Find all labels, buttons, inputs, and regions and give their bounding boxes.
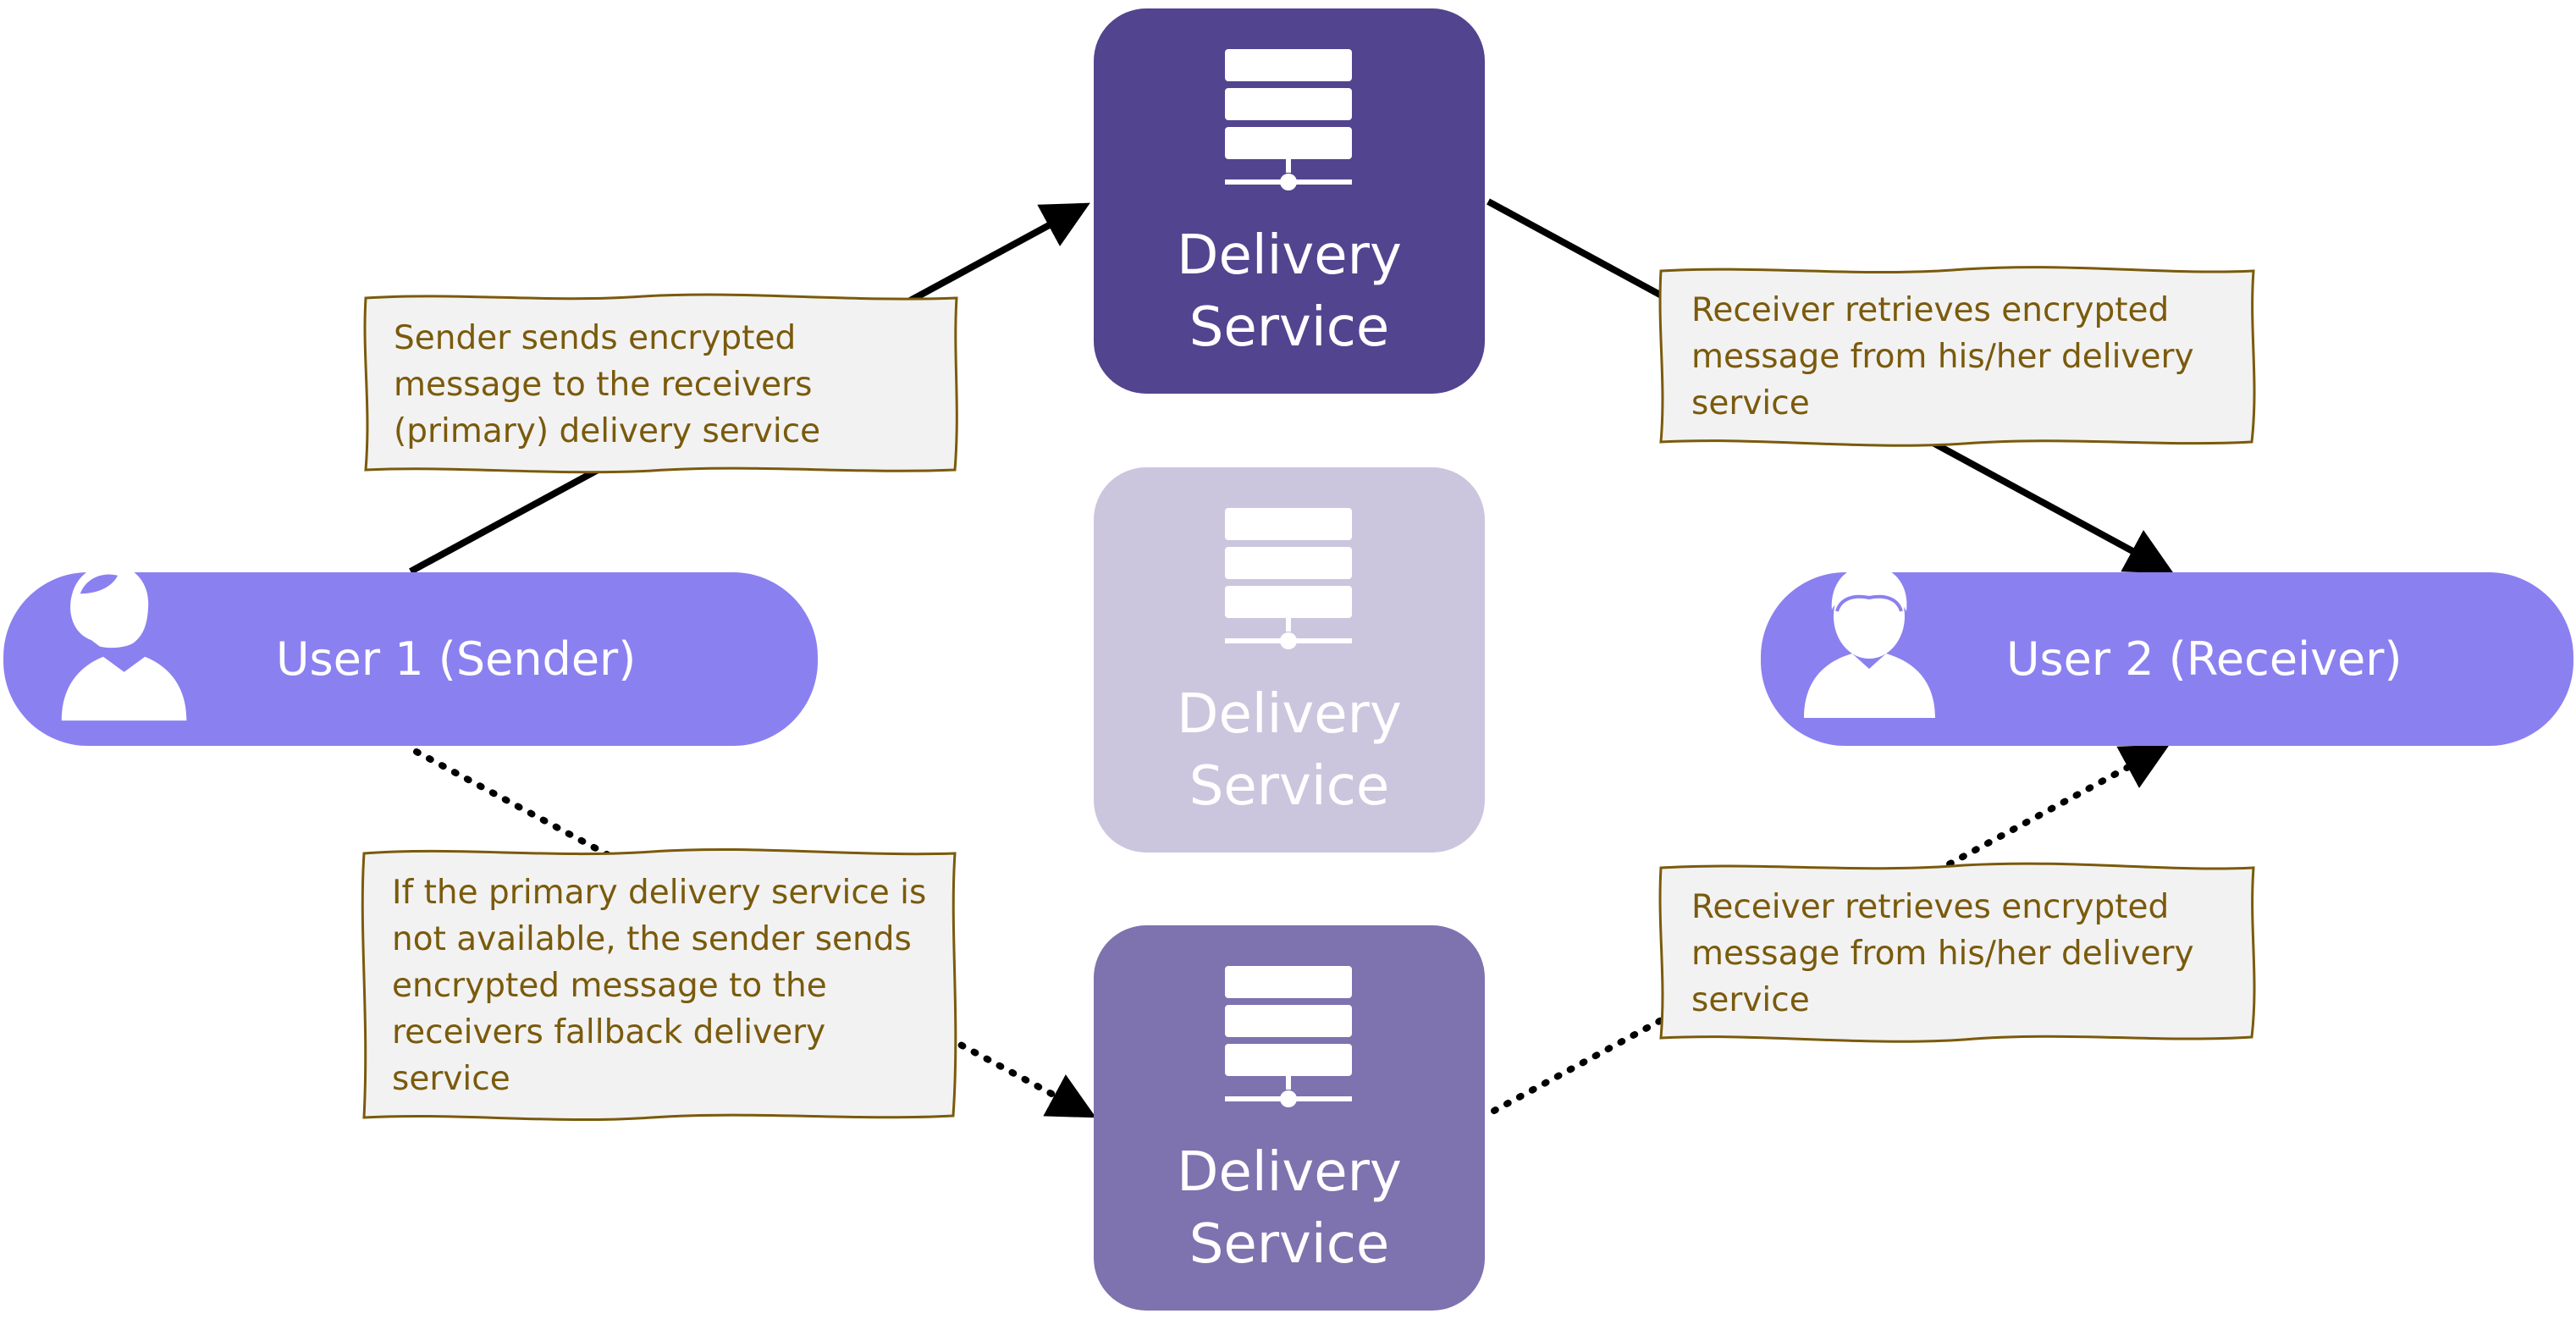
note-line: If the primary delivery service is	[392, 874, 926, 912]
user-receiver: User 2 (Receiver)	[1761, 566, 2573, 746]
service-box	[1094, 8, 1485, 394]
note-line: (primary) delivery service	[394, 412, 820, 450]
arrow-sender-to-fallback	[413, 748, 1096, 1118]
service-label-line1: Delivery	[1177, 683, 1402, 746]
service-label-line1: Delivery	[1177, 224, 1402, 287]
user-box	[3, 572, 818, 746]
arrow-fallback-to-receiver	[1491, 744, 2170, 1114]
note-retrieve-primary: Receiver retrieves encrypted message fro…	[1658, 266, 2256, 447]
note-line: encrypted message to the	[392, 967, 827, 1005]
service-label-line2: Service	[1189, 296, 1390, 359]
service-label-line1: Delivery	[1177, 1141, 1402, 1204]
note-line: service	[1691, 384, 1810, 422]
note-retrieve-fallback: Receiver retrieves encrypted message fro…	[1658, 862, 2256, 1043]
service-faded: Delivery Service	[1094, 467, 1485, 853]
note-line: Receiver retrieves encrypted	[1691, 888, 2169, 926]
note-line: Sender sends encrypted	[394, 319, 796, 357]
note-send-primary: Sender sends encrypted message to the re…	[363, 293, 958, 474]
service-label-line2: Service	[1189, 1213, 1390, 1276]
service-primary: Delivery Service	[1094, 8, 1485, 394]
note-line: Receiver retrieves encrypted	[1691, 291, 2169, 329]
service-label-line2: Service	[1189, 755, 1390, 818]
note-line: receivers fallback delivery	[392, 1013, 825, 1051]
user-male-icon	[1804, 566, 1935, 718]
service-box	[1094, 925, 1485, 1311]
note-box	[363, 293, 958, 474]
user-box	[1761, 572, 2573, 746]
user-female-icon	[61, 564, 187, 721]
user-label: User 2 (Receiver)	[2006, 632, 2402, 686]
note-send-fallback: If the primary delivery service is not a…	[361, 847, 957, 1122]
note-line: not available, the sender sends	[392, 920, 912, 958]
note-line: message from his/her delivery	[1691, 935, 2194, 973]
note-box	[361, 847, 957, 1122]
service-box	[1094, 467, 1485, 853]
note-line: message from his/her delivery	[1691, 338, 2194, 376]
note-box	[1658, 266, 2256, 447]
user-label: User 1 (Sender)	[276, 632, 636, 686]
user-sender: User 1 (Sender)	[3, 564, 818, 746]
note-line: message to the receivers	[394, 366, 813, 404]
note-line: service	[1691, 981, 1810, 1019]
service-fallback: Delivery Service	[1094, 925, 1485, 1311]
note-box	[1658, 862, 2256, 1043]
note-line: service	[392, 1060, 510, 1098]
